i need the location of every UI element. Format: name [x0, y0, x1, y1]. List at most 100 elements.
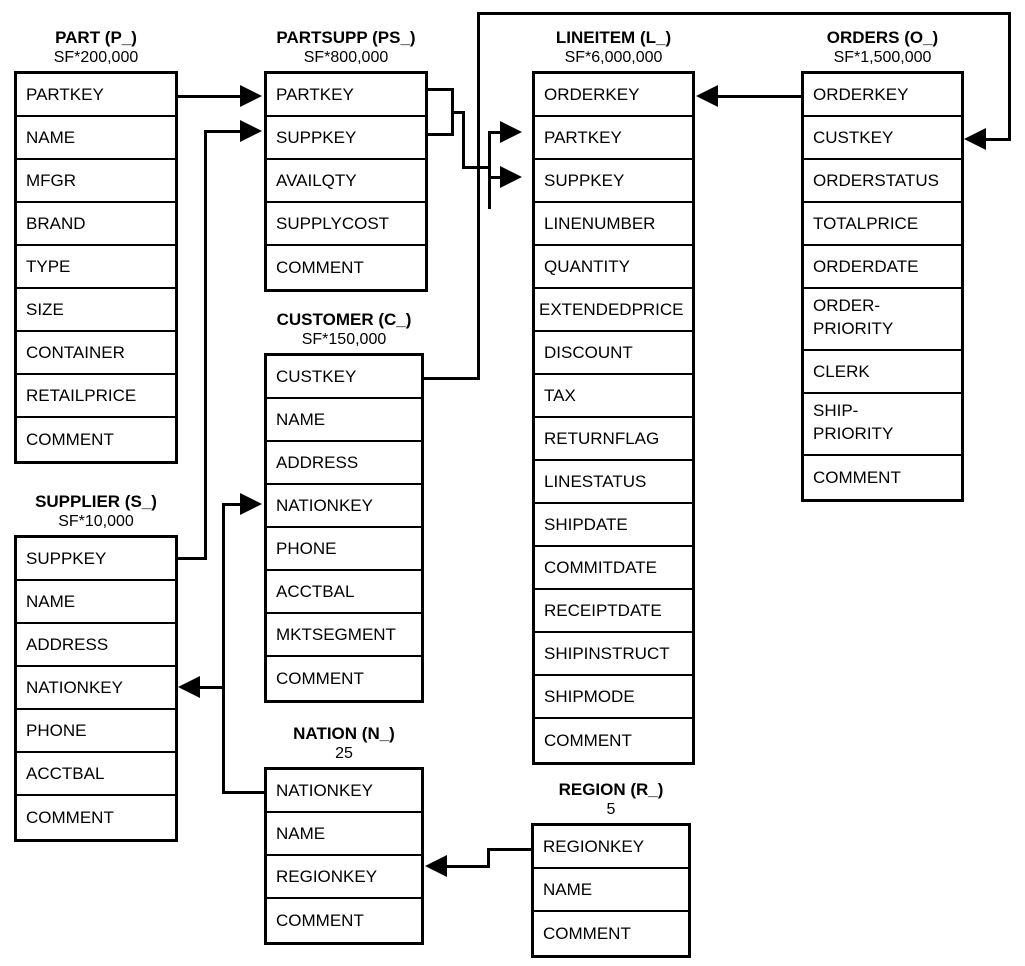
- table-region-title: REGION (R_): [558, 780, 664, 799]
- connector-region-nation-h2: [447, 865, 490, 868]
- table-supplier-cardinality: SF*10,000: [58, 513, 134, 530]
- table-nation-title: NATION (N_): [293, 724, 395, 743]
- table-partsupp: PARTSUPP (PS_) SF*800,000 PARTKEY SUPPKE…: [264, 28, 428, 292]
- table-partsupp-title: PARTSUPP (PS_): [276, 28, 416, 47]
- table-part: PART (P_) SF*200,000 PARTKEY NAME MFGR B…: [14, 28, 178, 464]
- field-partsupp-comment: COMMENT: [267, 246, 425, 289]
- field-lineitem-tax: TAX: [535, 375, 692, 418]
- field-part-comment: COMMENT: [17, 418, 175, 461]
- field-supplier-comment: COMMENT: [17, 796, 175, 839]
- field-lineitem-quantity: QUANTITY: [535, 246, 692, 289]
- connector-customer-orders-h3: [986, 138, 1011, 141]
- field-orders-shippriority-line2: PRIORITY: [813, 424, 894, 443]
- field-part-size: SIZE: [17, 289, 175, 332]
- field-orders-orderkey: ORDERKEY: [804, 74, 961, 117]
- field-part-retailprice: RETAILPRICE: [17, 375, 175, 418]
- field-orders-shippriority: SHIP- PRIORITY: [804, 394, 961, 456]
- connector-customer-orders-v2: [1008, 12, 1011, 140]
- arrowhead-partsupp-suppkey: [240, 120, 262, 142]
- field-part-mfgr: MFGR: [17, 160, 175, 203]
- table-lineitem-cardinality: SF*6,000,000: [564, 49, 663, 66]
- field-lineitem-extendedprice: EXTENDEDPRICE: [535, 289, 692, 332]
- field-customer-acctbal: ACCTBAL: [267, 571, 421, 614]
- field-lineitem-shipdate: SHIPDATE: [535, 504, 692, 547]
- field-region-regionkey: REGIONKEY: [534, 826, 688, 869]
- table-orders-title: ORDERS (O_): [826, 28, 939, 47]
- field-lineitem-shipinstruct: SHIPINSTRUCT: [535, 633, 692, 676]
- table-orders-box: ORDERKEY CUSTKEY ORDERSTATUS TOTALPRICE …: [801, 71, 964, 502]
- field-lineitem-partkey: PARTKEY: [535, 117, 692, 160]
- field-supplier-suppkey: SUPPKEY: [17, 538, 175, 581]
- table-lineitem: LINEITEM (L_) SF*6,000,000 ORDERKEY PART…: [532, 28, 695, 765]
- arrowhead-lineitem-suppkey: [500, 166, 522, 188]
- table-partsupp-cardinality: SF*800,000: [303, 49, 389, 66]
- table-nation: NATION (N_) 25 NATIONKEY NAME REGIONKEY …: [264, 724, 424, 945]
- connector-partsupp-lineitem-partkey-v3: [488, 131, 491, 169]
- connector-nation-nationkey-v: [222, 503, 225, 794]
- table-part-box: PARTKEY NAME MFGR BRAND TYPE SIZE CONTAI…: [14, 71, 178, 464]
- connector-customer-orders-h2: [477, 12, 1011, 15]
- table-lineitem-title: LINEITEM (L_): [555, 28, 672, 47]
- connector-nation-nationkey-h1: [222, 791, 266, 794]
- field-orders-totalprice: TOTALPRICE: [804, 203, 961, 246]
- table-customer-box: CUSTKEY NAME ADDRESS NATIONKEY PHONE ACC…: [264, 353, 424, 703]
- field-supplier-name: NAME: [17, 581, 175, 624]
- connector-partsupp-lineitem-suppkey-v2: [488, 166, 491, 209]
- field-orders-custkey: CUSTKEY: [804, 117, 961, 160]
- table-region-box: REGIONKEY NAME COMMENT: [531, 823, 691, 958]
- table-nation-box: NATIONKEY NAME REGIONKEY COMMENT: [264, 767, 424, 945]
- connector-partsupp-lineitem-suppkey-h1: [428, 133, 454, 136]
- field-supplier-acctbal: ACCTBAL: [17, 753, 175, 796]
- connector-nation-customer-h: [222, 503, 242, 506]
- field-lineitem-commitdate: COMMITDATE: [535, 547, 692, 590]
- table-customer-cardinality: SF*150,000: [301, 331, 387, 348]
- field-customer-address: ADDRESS: [267, 442, 421, 485]
- connector-supplier-partsupp-h1: [178, 557, 207, 560]
- field-nation-comment: COMMENT: [267, 899, 421, 942]
- arrowhead-partsupp-partkey: [240, 85, 262, 107]
- connector-partsupp-lineitem-partkey-h1: [428, 88, 454, 91]
- field-lineitem-comment: COMMENT: [535, 719, 692, 762]
- field-nation-nationkey: NATIONKEY: [267, 770, 421, 813]
- table-part-cardinality: SF*200,000: [53, 49, 139, 66]
- table-orders: ORDERS (O_) SF*1,500,000 ORDERKEY CUSTKE…: [801, 28, 964, 502]
- connector-part-partsupp-partkey: [178, 95, 240, 98]
- table-region-cardinality: 5: [606, 801, 616, 818]
- field-part-name: NAME: [17, 117, 175, 160]
- arrowhead-orders-custkey: [964, 128, 986, 150]
- table-nation-cardinality: 25: [335, 745, 353, 762]
- arrowhead-lineitem-orderkey: [696, 85, 718, 107]
- field-orders-shippriority-line1: SHIP-: [813, 401, 859, 420]
- connector-nation-supplier-h: [200, 686, 225, 689]
- field-customer-custkey: CUSTKEY: [267, 356, 421, 399]
- field-lineitem-receiptdate: RECEIPTDATE: [535, 590, 692, 633]
- field-orders-clerk: CLERK: [804, 351, 961, 394]
- connector-partsupp-lineitem-suppkey-h2: [488, 176, 506, 179]
- connector-orders-lineitem-orderkey: [718, 95, 803, 98]
- field-supplier-nationkey: NATIONKEY: [17, 667, 175, 710]
- arrowhead-customer-nationkey: [240, 493, 262, 515]
- table-supplier-box: SUPPKEY NAME ADDRESS NATIONKEY PHONE ACC…: [14, 535, 178, 842]
- table-supplier-title: SUPPLIER (S_): [35, 492, 157, 511]
- field-supplier-address: ADDRESS: [17, 624, 175, 667]
- field-lineitem-suppkey: SUPPKEY: [535, 160, 692, 203]
- field-orders-orderdate: ORDERDATE: [804, 246, 961, 289]
- field-region-name: NAME: [534, 869, 688, 912]
- connector-supplier-partsupp-h2: [204, 130, 242, 133]
- field-customer-nationkey: NATIONKEY: [267, 485, 421, 528]
- table-region: REGION (R_) 5 REGIONKEY NAME COMMENT: [531, 780, 691, 958]
- arrowhead-nation-regionkey: [425, 855, 447, 877]
- field-orders-orderpriority: ORDER- PRIORITY: [804, 289, 961, 351]
- field-region-comment: COMMENT: [534, 912, 688, 955]
- field-orders-orderpriority-line1: ORDER-: [813, 296, 881, 315]
- field-customer-mktsegment: MKTSEGMENT: [267, 614, 421, 657]
- field-nation-regionkey: REGIONKEY: [267, 856, 421, 899]
- connector-partsupp-lineitem-partkey-v1: [451, 88, 454, 113]
- field-customer-phone: PHONE: [267, 528, 421, 571]
- field-lineitem-linestatus: LINESTATUS: [535, 461, 692, 504]
- connector-supplier-partsupp-v: [204, 130, 207, 560]
- field-customer-comment: COMMENT: [267, 657, 421, 700]
- field-lineitem-shipmode: SHIPMODE: [535, 676, 692, 719]
- field-partsupp-partkey: PARTKEY: [267, 74, 425, 117]
